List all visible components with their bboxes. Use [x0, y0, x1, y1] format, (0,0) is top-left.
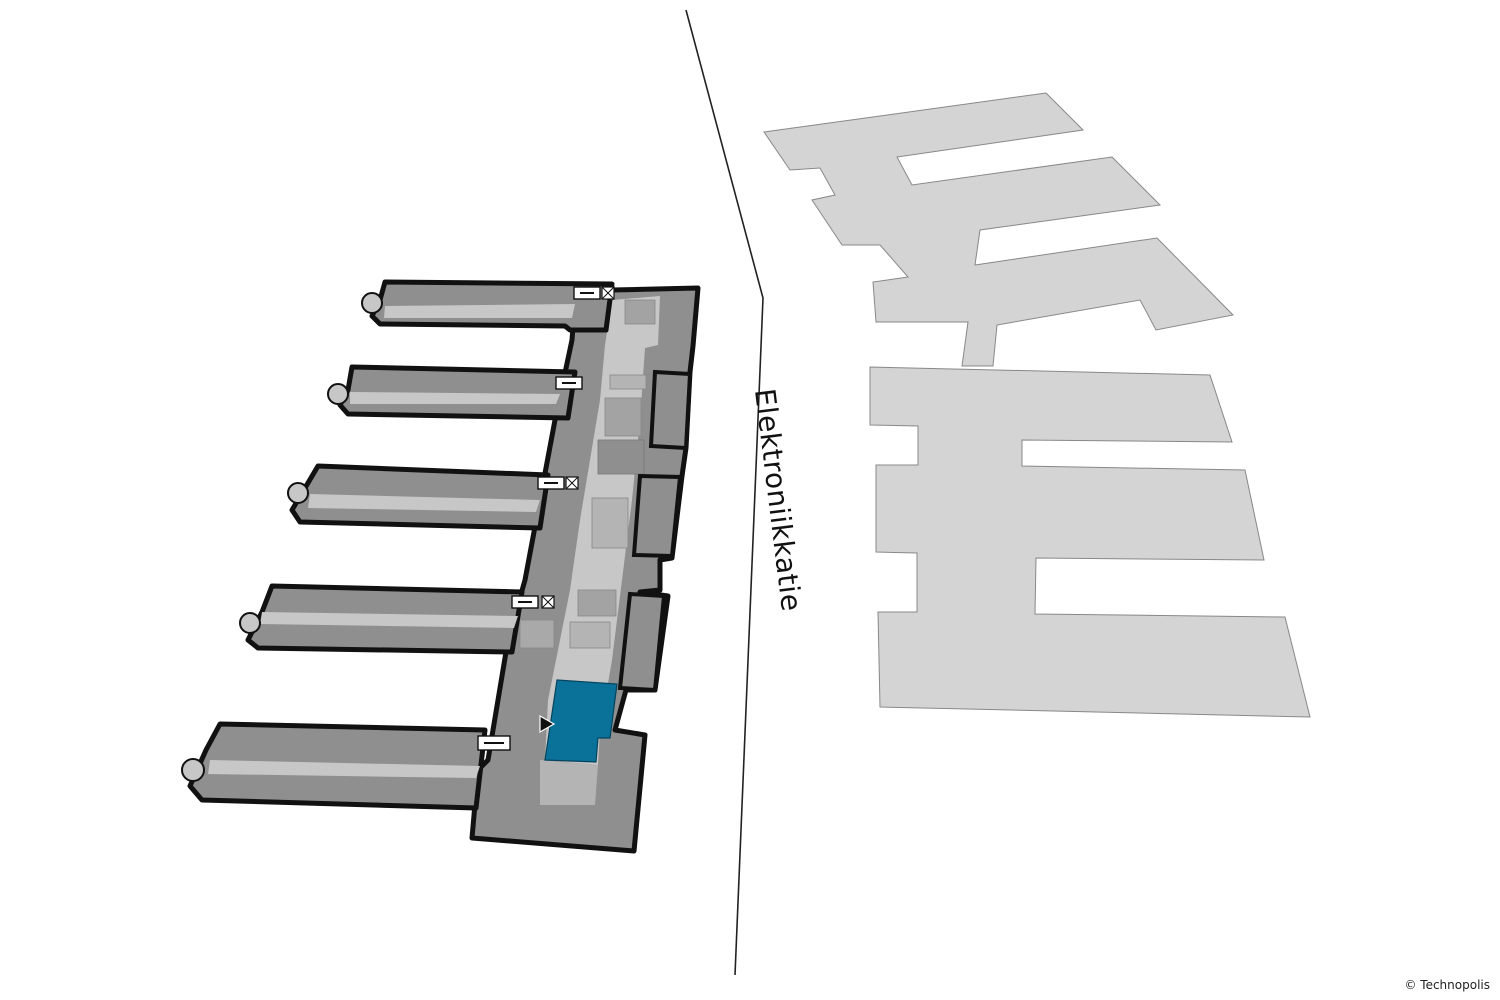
- elevator-icon: [541, 595, 555, 609]
- elevator-icon: [565, 476, 579, 490]
- neighbor-building-south: [869, 366, 1311, 718]
- copyright-notice: © Technopolis: [1404, 978, 1490, 992]
- stairs-icon: [555, 376, 583, 390]
- highlighted-room[interactable]: [544, 679, 618, 763]
- stairs-icon: [537, 476, 565, 490]
- elevator-icon: [601, 286, 615, 300]
- neighbor-building-north: [763, 92, 1235, 367]
- stairs-icon: [477, 735, 511, 751]
- street-line: [685, 9, 764, 976]
- main-building: [181, 279, 701, 854]
- you-are-here-icon: [539, 714, 556, 734]
- stairs-icon: [511, 595, 539, 609]
- stairs-icon: [573, 286, 601, 300]
